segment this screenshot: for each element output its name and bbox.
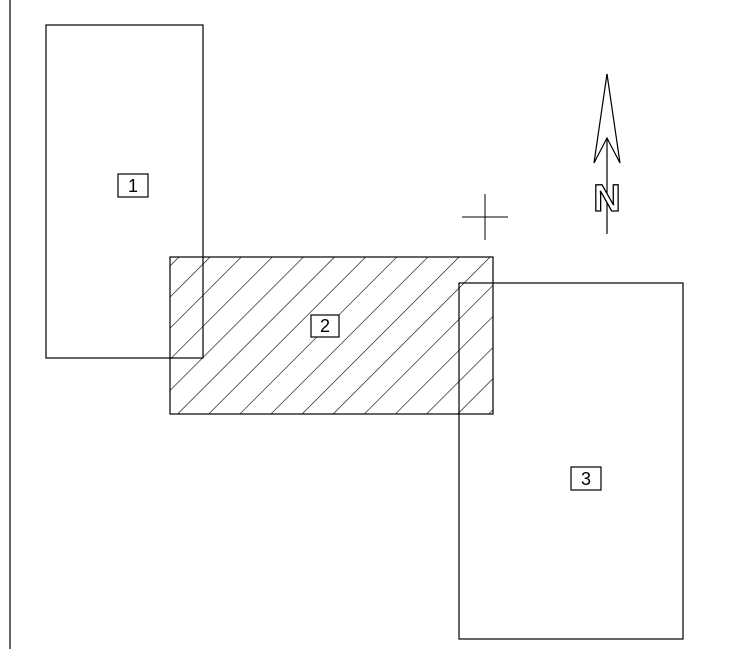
label-1-box <box>117 173 149 198</box>
north-arrow-icon: N <box>593 73 621 234</box>
label-3: 3 <box>570 466 602 491</box>
label-3-box <box>570 466 602 491</box>
label-2-box <box>310 314 340 338</box>
rect-3-outline <box>458 282 684 640</box>
north-letter: N <box>593 178 620 220</box>
rect-1-outline <box>45 24 204 359</box>
rect-2-outline <box>169 256 494 415</box>
label-1: 1 <box>117 173 149 198</box>
label-1-text: 1 <box>128 176 138 196</box>
label-3-text: 3 <box>581 469 591 489</box>
north-arrow-head <box>593 73 621 164</box>
label-2: 2 <box>310 314 340 338</box>
crosshair-icon <box>462 194 508 240</box>
label-2-text: 2 <box>320 316 330 336</box>
